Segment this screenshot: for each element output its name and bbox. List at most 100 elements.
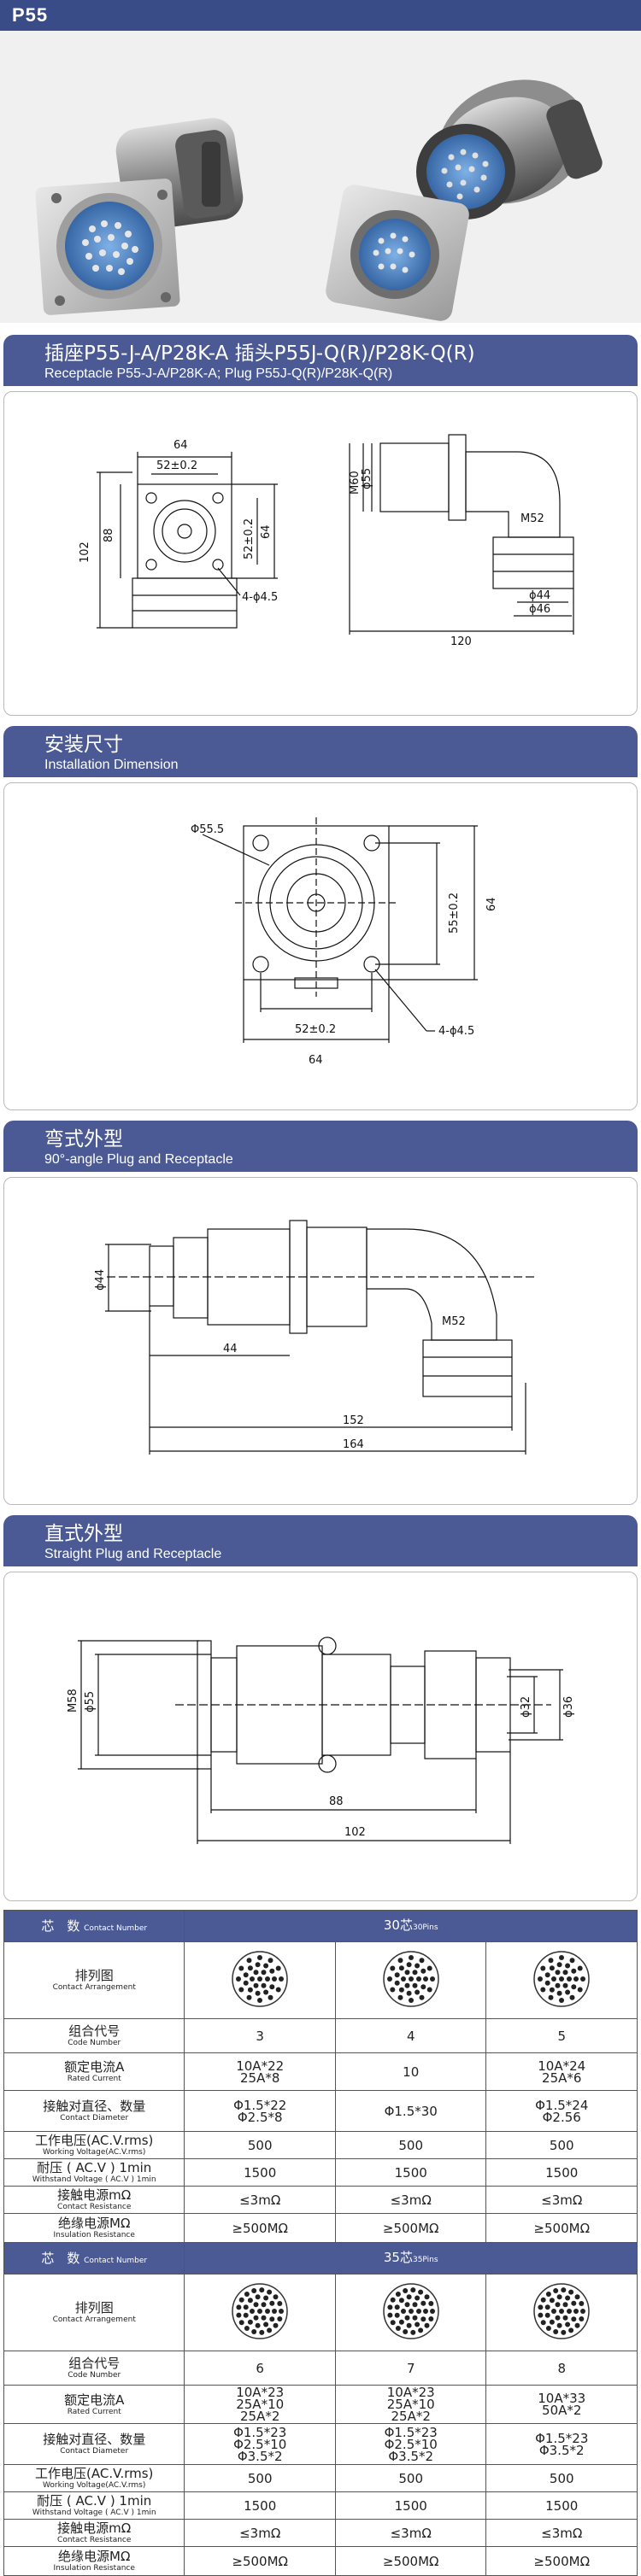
row-label-cn: 接触电源mΩ [57,2520,132,2536]
dim-52: 52±0.2 [156,460,197,472]
row-label-en: Rated Current [67,2407,121,2416]
value-cell-resistance: ≤3mΩ [485,2519,638,2547]
row-label-cn: 接触电源mΩ [57,2187,132,2203]
drawing-receptacle-plug: 64 52±0.2 102 88 52±0.2 64 4-ϕ4.5 M60 ϕ5… [3,391,638,716]
dim-152: 152 [343,1414,364,1427]
value-cell-voltage: 500 [485,2464,638,2492]
row-label-cn: 排列图 [74,1968,114,1983]
dim-164: 164 [343,1438,364,1451]
contact-arrangement-icon [533,2282,590,2339]
value-cell-insulation: ≥500MΩ [184,2213,336,2243]
value-cell-resistance: ≤3mΩ [334,2186,487,2214]
value-cell-insulation: ≥500MΩ [485,2546,638,2576]
dim-44: 44 [223,1343,238,1355]
value-cell-current: 10 [334,2052,487,2091]
row-label-cn: 耐压 ( AC.V ) 1min [37,2160,152,2175]
dim-p55: ϕ55 [361,468,373,489]
dim-102: 102 [79,542,91,563]
contact-arrangement-icon [232,2282,288,2339]
arrangement-cell [485,1941,638,2019]
dim-88: 88 [103,528,115,542]
row-label-en: Contact Arrangement [52,1983,136,1992]
dim-52-v: 52±0.2 [243,518,256,559]
value-cell-voltage: 500 [334,2464,487,2492]
row-label-cn: 额定电流A [64,2059,125,2075]
section-header-straight: 直式外型 Straight Plug and Receptacle [3,1515,638,1566]
value-cell-insulation: ≥500MΩ [334,2213,487,2243]
pin-count-title: 35芯35Pins [184,2242,638,2274]
value-cell-insulation: ≥500MΩ [184,2546,336,2576]
dim-p46: ϕ46 [529,603,550,616]
value-cell-withstand: 1500 [485,2491,638,2520]
section-header-installation: 安装尺寸 Installation Dimension [3,726,638,777]
dim-p32: ϕ32 [520,1696,532,1718]
dim-d555: Φ55.5 [191,823,224,836]
dim-holes: 4-ϕ4.5 [242,591,278,604]
row-label-en: Working Voltage(AC.V.rms) [43,2148,146,2157]
section-title-en: Straight Plug and Receptacle [44,1547,222,1561]
row-label-cn: 排列图 [74,2300,114,2315]
value-cell-withstand: 1500 [184,2491,336,2520]
dim-64-v: 64 [260,524,273,539]
value-cell-code: 8 [485,2351,638,2386]
dim-m52: M52 [520,512,544,525]
section-header-angle: 弯式外型 90°-angle Plug and Receptacle [3,1121,638,1172]
value-cell-code: 4 [334,2018,487,2053]
dim-102: 102 [344,1826,366,1839]
dim-52: 52±0.2 [295,1023,336,1036]
row-label-en: Code Number [68,2039,121,2047]
row-label-cn: 组合代号 [68,2356,121,2371]
value-cell-code: 6 [184,2351,336,2386]
section-title-cn: 直式外型 [44,1523,123,1545]
value-cell-withstand: 1500 [334,2491,487,2520]
row-label-en: Working Voltage(AC.V.rms) [43,2481,146,2490]
row-label-en: Contact Diameter [60,2447,129,2456]
value-cell-resistance: ≤3mΩ [184,2186,336,2214]
value-cell-code: 3 [184,2018,336,2053]
contact-arrangement-icon [382,2282,439,2339]
arrangement-cell [334,2274,487,2351]
value-cell-diameter: Φ1.5*30 [334,2090,487,2132]
section-title-en: 90°-angle Plug and Receptacle [44,1152,233,1167]
dim-p55: ϕ55 [84,1691,97,1712]
row-label-cn: 工作电压(AC.V.rms) [35,2133,154,2148]
row-label-voltage: 工作电压(AC.V.rms)Working Voltage(AC.V.rms) [3,2131,185,2159]
product-code: P55 [0,0,641,31]
row-label-en: Code Number [68,2371,121,2380]
value-cell-voltage: 500 [485,2131,638,2159]
contact-number-label: 芯 数 Contact Number [3,1910,185,1942]
row-label-en: Rated Current [67,2075,121,2083]
arrangement-cell [184,2274,336,2351]
row-label-en: Contact Diameter [60,2114,129,2122]
row-label-cn: 绝缘电源MΩ [58,2549,131,2564]
